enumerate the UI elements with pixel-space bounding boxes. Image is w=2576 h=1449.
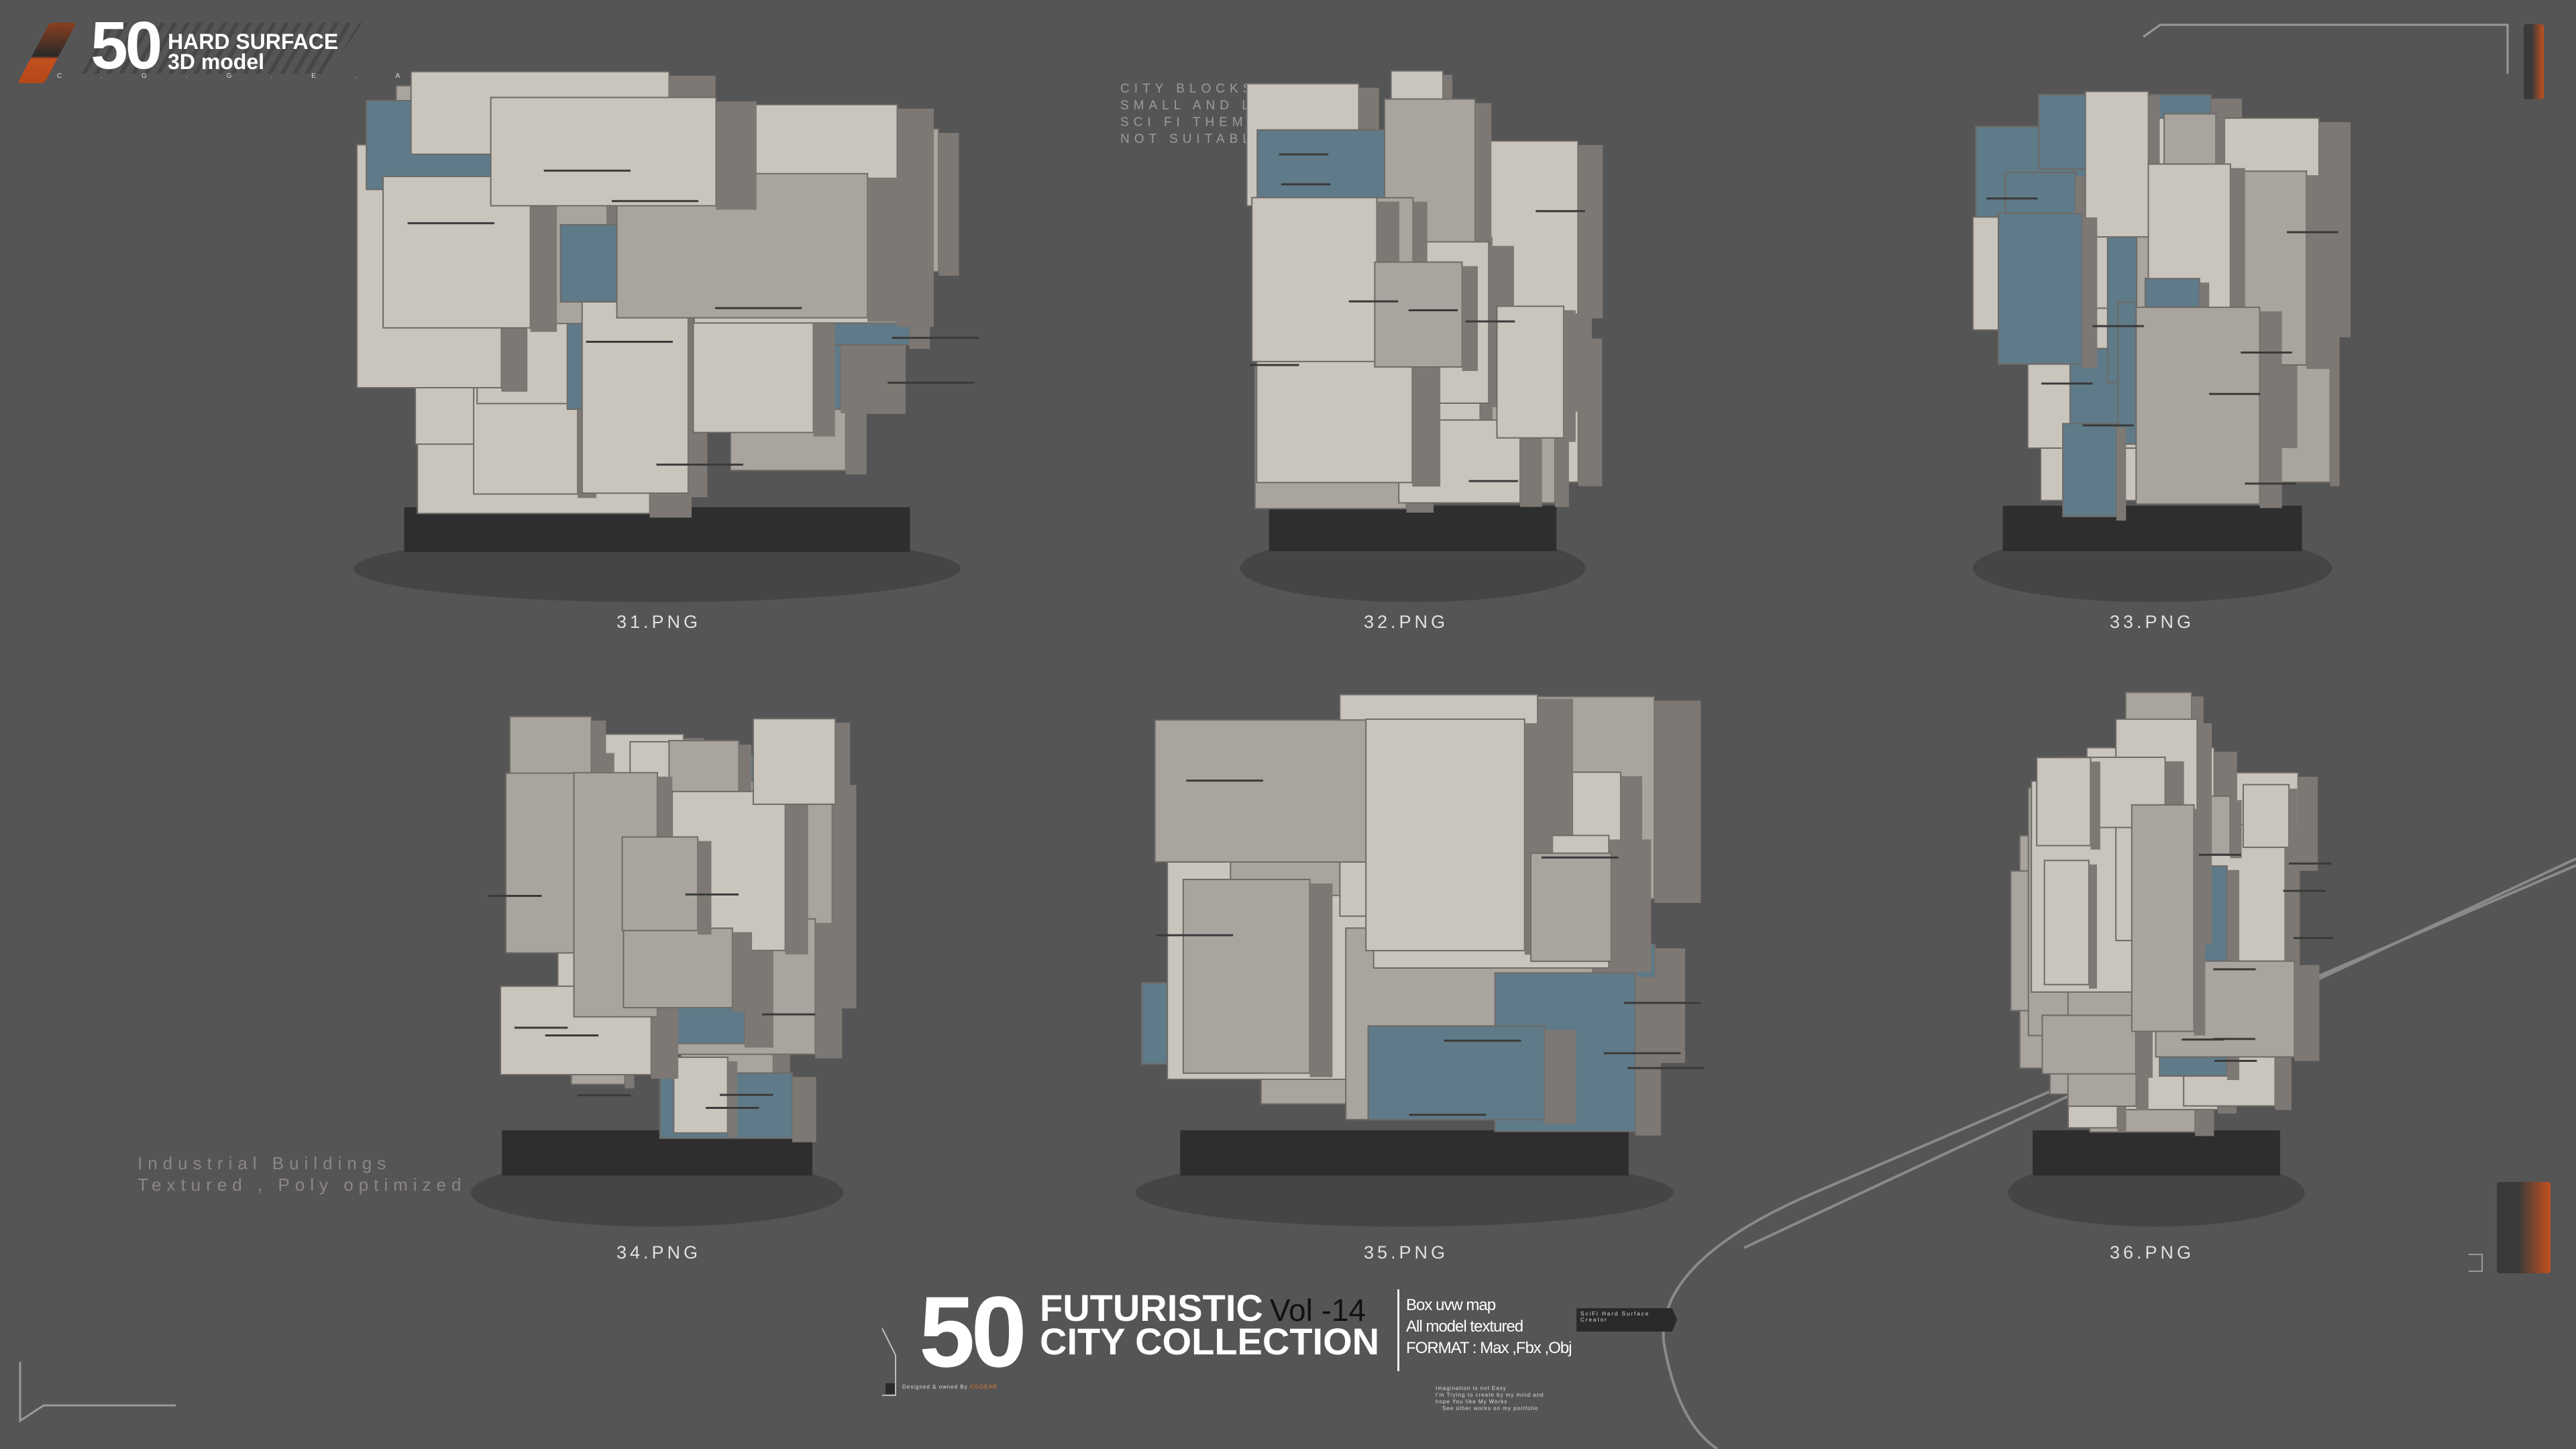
quote: Imagination is not Easy I'm Trying to cr…: [1436, 1385, 1544, 1412]
creator-tag: SciFi Hard Surface Creator: [1576, 1308, 1677, 1332]
quote-line: hope You like My Works: [1436, 1399, 1508, 1405]
tag-line: SciFi Hard Surface: [1580, 1311, 1650, 1317]
bracket-left: [881, 1328, 896, 1396]
tag-line: Creator: [1580, 1317, 1608, 1323]
info-line: CITY BLOCKS: [1120, 82, 1256, 96]
feature-item: All model textured: [1406, 1318, 1523, 1336]
credit: Designed & owned By CGGEAR: [902, 1384, 998, 1390]
side-line: Industrial Buildings: [138, 1153, 392, 1173]
model-label: 31.PNG: [616, 612, 702, 632]
side-line: Textured , Poly optimized: [138, 1175, 467, 1195]
building-model-render: [1135, 694, 1705, 1227]
model-label: 33.PNG: [2109, 612, 2195, 632]
logo-stripes: [74, 23, 362, 74]
title-volume: Vol -14: [1269, 1293, 1366, 1328]
logo-brand-letters: C.G.G.E.A.R: [57, 72, 524, 80]
building-model-render: [2008, 692, 2333, 1227]
building-model-render: [1240, 70, 1603, 602]
quote-line: See other works on my portfolio: [1442, 1405, 1539, 1411]
logo-subtitle: 3D model: [168, 50, 265, 74]
model-label: 32.PNG: [1363, 612, 1449, 632]
divider: [1397, 1289, 1399, 1371]
quote-line: Imagination is not Easy: [1436, 1385, 1507, 1391]
accent-bar: [2524, 24, 2544, 99]
model-label: 34.PNG: [616, 1242, 702, 1263]
building-model-render: [470, 716, 857, 1227]
accent-bar: [2497, 1182, 2551, 1273]
side-text: Industrial Buildings Textured , Poly opt…: [138, 1152, 466, 1195]
credit-marker: [885, 1383, 895, 1394]
model-label: 35.PNG: [1363, 1242, 1449, 1263]
title-line2: CITY COLLECTION: [1040, 1320, 1380, 1362]
logo-title: HARD SURFACE: [168, 30, 339, 54]
model-label: 36.PNG: [2109, 1242, 2195, 1263]
credit-brand: CGGEAR: [969, 1384, 998, 1390]
credit-prefix: Designed & owned By: [902, 1384, 970, 1390]
title-number: 50: [919, 1275, 1027, 1388]
feature-item: FORMAT : Max ,Fbx ,Obj: [1406, 1339, 1572, 1357]
feature-item: Box uvw map: [1406, 1296, 1496, 1314]
quote-line: I'm Trying to create by my mind and: [1436, 1392, 1544, 1398]
logo-number: 50: [91, 8, 162, 83]
building-model-render: [354, 70, 979, 602]
title-futuristic: FUTURISTIC: [1040, 1287, 1263, 1329]
features: Box uvw map All model textured FORMAT : …: [1406, 1295, 1572, 1359]
building-model-render: [1972, 91, 2351, 602]
